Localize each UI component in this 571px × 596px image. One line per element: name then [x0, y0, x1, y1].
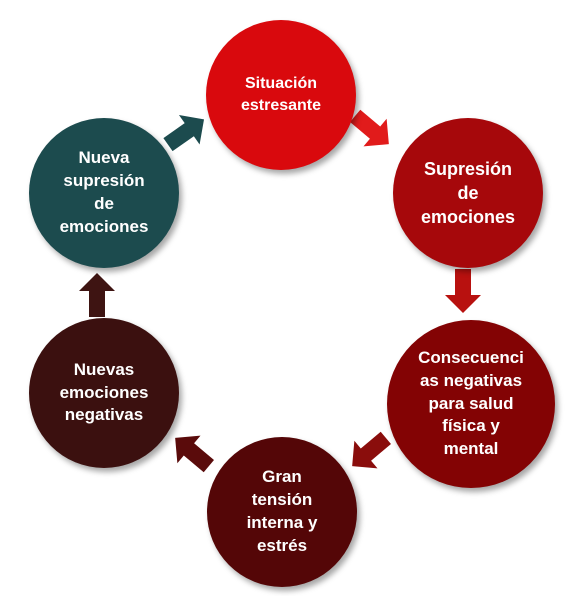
node-label: Gran tensión interna y estrés: [246, 467, 318, 555]
node-situacion-estresante: Situación estresante: [206, 20, 356, 170]
node-supresion-de-emociones: Supresión de emociones: [393, 118, 543, 268]
node-nueva-supresion: Nueva supresión de emociones: [29, 118, 179, 268]
arrow-3-to-4: [340, 424, 398, 480]
node-label: Nuevas emociones negativas: [59, 359, 149, 425]
arrow-2-to-3: [445, 269, 481, 313]
node-label: Consecuenci as negativas para salud físi…: [418, 347, 524, 459]
node-gran-tension: Gran tensión interna y estrés: [207, 437, 357, 587]
arrow-5-to-6: [79, 273, 115, 317]
node-nuevas-emociones-negativas: Nuevas emociones negativas: [29, 318, 179, 468]
node-label: Nueva supresión de emociones: [59, 148, 149, 236]
node-label: Supresión de emociones: [420, 158, 516, 228]
node-label: Situación estresante: [240, 75, 322, 114]
node-consecuencias-negativas: Consecuenci as negativas para salud físi…: [387, 320, 555, 488]
arrow-4-to-5: [163, 424, 221, 480]
